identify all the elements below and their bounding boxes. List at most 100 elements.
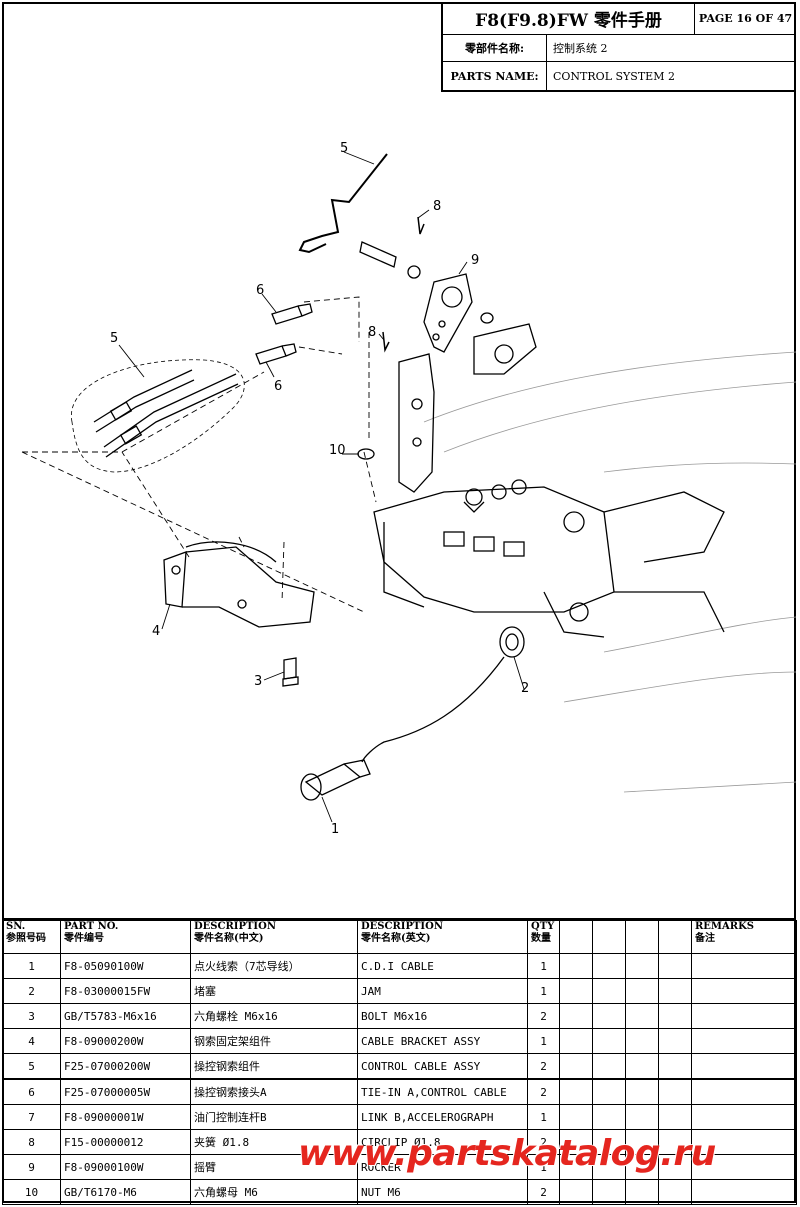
- parts-name-cn-value: 控制系统 2: [553, 42, 608, 55]
- cell-sn: 8: [2, 1129, 61, 1155]
- grommet-jam: [499, 626, 525, 658]
- parts-name-cn-label: 零部件名称:: [443, 35, 547, 61]
- exploded-parts-diagram: 5 8 9 6 8 6 5 10 4 3 2 1: [21, 141, 796, 837]
- cell-sn: 4: [2, 1028, 61, 1054]
- cell-qty: 1: [527, 953, 560, 979]
- callout-9: 9: [471, 253, 479, 268]
- callout-5: 5: [110, 331, 118, 346]
- cell-desc-cn: 六角螺栓 M6x16: [190, 1003, 358, 1029]
- cell-qty: 1: [527, 978, 560, 1004]
- throttle-link-rod: [298, 153, 388, 254]
- cell-qty: 2: [527, 1078, 560, 1105]
- callout-2: 2: [521, 681, 529, 696]
- cell-sn: 6: [2, 1078, 61, 1105]
- callout-6-upper: 6: [256, 283, 264, 298]
- control-cable-assy: [71, 359, 245, 473]
- parts-name-en-value: CONTROL SYSTEM 2: [553, 69, 675, 83]
- callout-1: 1: [331, 822, 339, 837]
- callout-10: 10: [329, 443, 346, 458]
- cell-sn: 1: [2, 953, 61, 979]
- col-header-part-no: PART NO.零件编号: [60, 920, 191, 954]
- cell-desc-cn: 夹簧 Ø1.8: [190, 1129, 358, 1155]
- cell-sn: 5: [2, 1053, 61, 1080]
- cell-part-no: GB/T6170-M6: [60, 1179, 191, 1205]
- engine-block: [373, 479, 725, 638]
- callout-4: 4: [152, 624, 160, 639]
- cell-desc-cn: 钢索固定架组件: [190, 1028, 358, 1054]
- callout-leaders: [118, 151, 525, 823]
- cell-qty: 1: [527, 1028, 560, 1054]
- rocker-arm: [423, 273, 473, 353]
- cell-part-no: F8-09000001W: [60, 1104, 191, 1130]
- cell-desc-en: C.D.I CABLE: [357, 953, 528, 979]
- cell-desc-cn: 油门控制连杆B: [190, 1104, 358, 1130]
- circlip-upper: [417, 216, 425, 235]
- cell-desc-en: JAM: [357, 978, 528, 1004]
- cell-desc-cn: 六角螺母 M6: [190, 1179, 358, 1205]
- cell-part-no: F8-05090100W: [60, 953, 191, 979]
- cell-part-no: F15-00000012: [60, 1129, 191, 1155]
- cell-sn: 7: [2, 1104, 61, 1130]
- cell-part-no: GB/T5783-M6x16: [60, 1003, 191, 1029]
- cell-desc-en: CONTROL CABLE ASSY: [357, 1053, 528, 1080]
- cable-bracket-assy: [163, 541, 315, 628]
- cell-part-no: F25-07000005W: [60, 1078, 191, 1105]
- callout-6-lower: 6: [274, 379, 282, 394]
- cell-qty: 2: [527, 1003, 560, 1029]
- cell-desc-en: CABLE BRACKET ASSY: [357, 1028, 528, 1054]
- cell-desc-en: ROCKER: [357, 1154, 528, 1180]
- engine-outline: [423, 351, 796, 793]
- cell-qty: 2: [527, 1179, 560, 1205]
- watermark: www.partskatalog.ru: [298, 1133, 716, 1174]
- cdi-cable: [300, 656, 505, 801]
- page-number: PAGE 16 OF 47: [698, 11, 793, 25]
- col-header-sn: SN.参照号码: [2, 920, 61, 954]
- cell-desc-cn: 摇臂: [190, 1154, 358, 1180]
- cell-sn: 9: [2, 1154, 61, 1180]
- cell-desc-cn: 操控钢索接头A: [190, 1078, 358, 1105]
- cable-end-bracket: [473, 323, 537, 375]
- cell-sn: 3: [2, 1003, 61, 1029]
- parts-name-en-label: PARTS NAME:: [443, 62, 547, 90]
- cell-part-no: F8-03000015FW: [60, 978, 191, 1004]
- cell-desc-en: LINK B,ACCELEROGRAPH: [357, 1104, 528, 1130]
- callout-3: 3: [254, 674, 262, 689]
- cell-sn: 10: [2, 1179, 61, 1205]
- cell-part-no: F25-07000200W: [60, 1053, 191, 1080]
- cell-desc-cn: 操控钢索组件: [190, 1053, 358, 1080]
- cell-desc-en: BOLT M6x16: [357, 1003, 528, 1029]
- callout-7: 5: [340, 141, 348, 156]
- nut: [357, 448, 375, 460]
- cell-desc-cn: 堵塞: [190, 978, 358, 1004]
- circlip-lower: [382, 331, 390, 353]
- cable-tie-in-upper: [271, 303, 313, 325]
- title-block: F8(F9.8)FW 零件手册 PAGE 16 OF 47 零部件名称: 控制系…: [441, 2, 796, 92]
- callout-8-upper: 8: [433, 199, 441, 214]
- cell-desc-en: NUT M6: [357, 1179, 528, 1205]
- cell-qty: 1: [527, 1154, 560, 1180]
- cell-desc-en: TIE-IN A,CONTROL CABLE: [357, 1078, 528, 1105]
- cell-sn: 2: [2, 978, 61, 1004]
- cell-part-no: F8-09000200W: [60, 1028, 191, 1054]
- cell-part-no: F8-09000100W: [60, 1154, 191, 1180]
- upright-bracket: [398, 353, 435, 493]
- rocker-bolt: [359, 241, 397, 268]
- bracket-bolt: [282, 657, 299, 687]
- callout-8-lower: 8: [368, 325, 376, 340]
